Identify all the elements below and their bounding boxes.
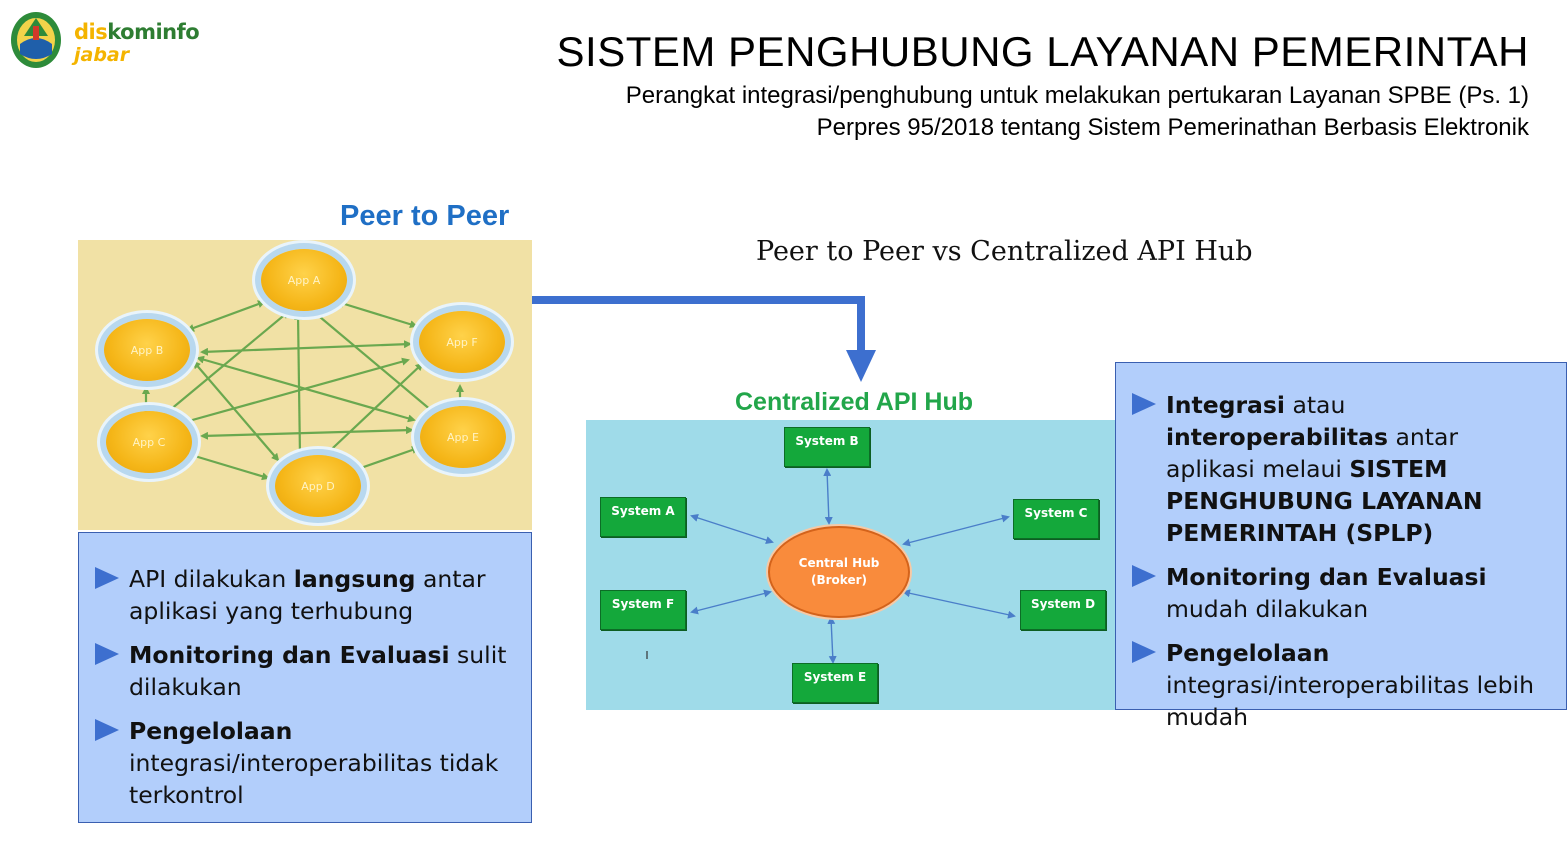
system-label: System A — [611, 504, 675, 518]
app-label: App E — [447, 430, 479, 444]
list-item: Pengelolaan integrasi/interoperabilitas … — [95, 715, 511, 811]
central-hub-node: Central Hub (Broker) — [768, 526, 910, 618]
subtitle-line-1: Perangkat integrasi/penghubung untuk mel… — [625, 82, 1529, 109]
hub-connections — [646, 468, 1016, 664]
app-node-a: App A — [261, 249, 347, 311]
bullet-text: Pengelolaan integrasi/interoperabilitas … — [1166, 639, 1534, 731]
bullet-text: Pengelolaan integrasi/interoperabilitas … — [129, 717, 499, 809]
bullet-triangle-icon — [95, 643, 119, 665]
app-node-d: App D — [275, 455, 361, 517]
bullet-triangle-icon — [95, 567, 119, 589]
bullet-triangle-icon — [1132, 565, 1156, 587]
peer-to-peer-diagram: App A App B App C App D App E App F — [78, 240, 532, 530]
system-node-f: System F — [600, 590, 686, 630]
bullet-text: Integrasi atau interoperabilitas antar a… — [1166, 391, 1483, 547]
brand-part1: dis — [74, 20, 108, 44]
brand-region: jabar — [74, 44, 130, 66]
list-item: Pengelolaan integrasi/interoperabilitas … — [1132, 637, 1552, 733]
list-item: Monitoring dan Evaluasi sulit dilakukan — [95, 639, 511, 703]
page-title: SISTEM PENGHUBUNG LAYANAN PEMERINTAH — [556, 28, 1529, 75]
west-java-emblem-icon — [11, 12, 61, 68]
app-node-b: App B — [104, 319, 190, 381]
bullet-text: Monitoring dan Evaluasi sulit dilakukan — [129, 641, 507, 701]
list-item: API dilakukan langsung antar aplikasi ya… — [95, 563, 511, 627]
bullet-triangle-icon — [1132, 641, 1156, 663]
app-label: App D — [301, 479, 335, 493]
peer-connections — [142, 299, 464, 481]
app-label: App B — [130, 343, 164, 357]
comparison-caption: Peer to Peer vs Centralized API Hub — [756, 236, 1253, 267]
system-label: System E — [803, 670, 867, 684]
system-label: System F — [611, 597, 675, 611]
system-label: System B — [795, 434, 859, 448]
peer-to-peer-heading: Peer to Peer — [340, 200, 510, 232]
system-label: System D — [1030, 597, 1096, 611]
brand-part2: kominfo — [107, 20, 200, 44]
app-label: App F — [446, 335, 478, 349]
api-hub-diagram: System B System A System C System F Syst… — [586, 420, 1115, 710]
diskominfo-logo: diskominfo jabar — [8, 6, 238, 76]
app-node-c: App C — [106, 411, 192, 473]
bullet-text: API dilakukan langsung antar aplikasi ya… — [129, 565, 486, 625]
system-node-d: System D — [1020, 590, 1106, 630]
app-node-f: App F — [419, 311, 505, 373]
system-node-e: System E — [792, 663, 878, 703]
hub-label-line-2: (Broker) — [811, 573, 867, 587]
list-item: Integrasi atau interoperabilitas antar a… — [1132, 389, 1552, 549]
bullet-triangle-icon — [1132, 393, 1156, 415]
app-label: App A — [287, 273, 321, 287]
subtitle-line-2: Perpres 95/2018 tentang Sistem Pemerinat… — [816, 114, 1529, 141]
system-node-b: System B — [784, 427, 870, 467]
peer-to-peer-notes: API dilakukan langsung antar aplikasi ya… — [78, 532, 532, 823]
transition-arrow-icon — [532, 296, 876, 382]
system-label: System C — [1024, 506, 1088, 520]
system-node-c: System C — [1013, 499, 1099, 539]
list-item: Monitoring dan Evaluasi mudah dilakukan — [1132, 561, 1552, 625]
api-hub-heading: Centralized API Hub — [735, 388, 973, 416]
system-node-a: System A — [600, 497, 686, 537]
bullet-text: Monitoring dan Evaluasi mudah dilakukan — [1166, 563, 1487, 623]
app-label: App C — [132, 435, 166, 449]
app-node-e: App E — [420, 406, 506, 468]
hub-label-line-1: Central Hub — [798, 556, 880, 570]
brand-wordmark: diskominfo — [74, 20, 200, 44]
bullet-triangle-icon — [95, 719, 119, 741]
api-hub-notes: Integrasi atau interoperabilitas antar a… — [1115, 362, 1567, 731]
